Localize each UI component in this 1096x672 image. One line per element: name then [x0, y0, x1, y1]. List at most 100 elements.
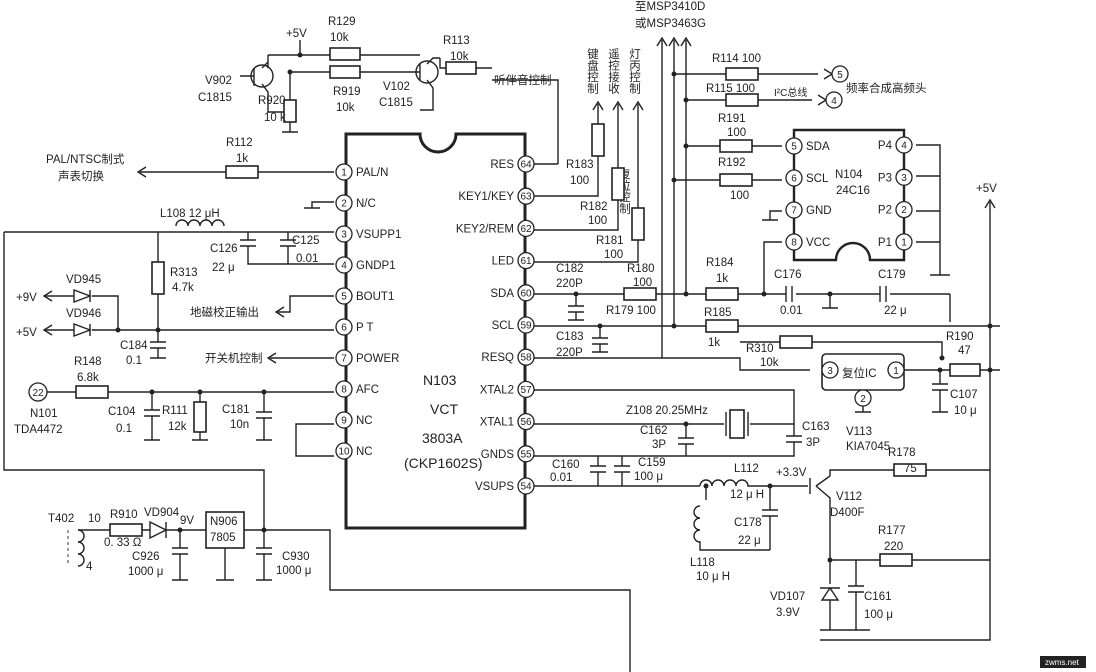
- n103-pin-number: 4: [341, 261, 347, 272]
- n103-pin-10: [335, 442, 353, 460]
- msp-label-2: 或MSP3463G: [635, 17, 706, 30]
- c161-label: C161: [864, 591, 892, 603]
- n103-pin-number: 60: [520, 288, 532, 299]
- v102-label: V102: [383, 81, 410, 93]
- tuner-label: 频率合成高频头: [846, 81, 927, 95]
- c179-label: C179: [878, 269, 906, 281]
- remote-receive-label: 遥控接收: [607, 48, 620, 95]
- n101-label: N101: [30, 408, 58, 420]
- n104-ref: N104: [835, 169, 863, 181]
- n103-pin-number: 9: [341, 416, 347, 427]
- r179-label: R179 100: [606, 305, 656, 317]
- n103-ref: N103: [423, 372, 457, 388]
- watermark-badge: [1040, 656, 1086, 668]
- plus5v-top-label: +5V: [286, 28, 307, 40]
- n104-pin-label: P4: [878, 140, 893, 152]
- n103-pin-4: [335, 256, 353, 274]
- vd107-value: 3.9V: [776, 607, 800, 619]
- z108-label: Z108 20.25MHz: [626, 405, 708, 417]
- r129-value: 10k: [330, 32, 349, 44]
- n104-pin-8: [785, 233, 803, 251]
- c161-value: 100 μ: [864, 609, 893, 621]
- v902-part: C1815: [198, 92, 232, 104]
- msp-label-1: 至MSP3410D: [635, 1, 705, 13]
- v112-part: D400F: [830, 507, 865, 519]
- n103-pin-5: [335, 287, 353, 305]
- n104-pin-number: 5: [791, 142, 797, 153]
- c125-value: 0.01: [296, 253, 318, 265]
- r313-value: 4.7k: [172, 282, 194, 294]
- geo-correction-label: 地磁校正输出: [190, 305, 259, 319]
- r190-label: R190: [946, 331, 974, 343]
- c163-value: 3P: [806, 437, 820, 449]
- r183-value: 100: [570, 175, 589, 187]
- n103-pin-label: POWER: [356, 353, 399, 365]
- n103-pin-number: 10: [338, 447, 350, 458]
- c126-value: 22 μ: [212, 262, 235, 274]
- r310-value: 10k: [760, 357, 779, 369]
- r148-value: 6.8k: [77, 372, 99, 384]
- n103-pin-number: 7: [341, 354, 347, 365]
- n103-pin-label: AFC: [356, 384, 379, 396]
- r182-label: R182: [580, 201, 608, 213]
- bottom-left-power: T402 10 4 R910 0. 33 Ω VD904 9V C926 100…: [48, 507, 631, 672]
- n104-pin-4: [895, 136, 913, 154]
- n103-pin-6: [335, 318, 353, 336]
- l108-label: L108 12 μH: [160, 208, 220, 220]
- n104-pin-label: SDA: [806, 141, 830, 153]
- n101-part: TDA4472: [14, 424, 63, 436]
- nine-volt-label: 9V: [180, 515, 194, 527]
- n104-pin-label: GND: [806, 205, 832, 217]
- n104-pin-7: [785, 201, 803, 219]
- n103-pin-56: [517, 412, 535, 431]
- v113-part: KIA7045: [846, 441, 890, 453]
- c930-label: C930: [282, 551, 310, 563]
- r910-value: 0. 33 Ω: [104, 537, 142, 549]
- n103-pin-number: 64: [520, 160, 532, 171]
- ic-n104: N104 24C16: [792, 128, 906, 262]
- n103-pin-label: PAL/N: [356, 167, 388, 179]
- n103-pin-58: [517, 348, 535, 366]
- r129-label: R129: [328, 16, 356, 28]
- c183-value: 220P: [556, 347, 583, 359]
- r184-value: 1k: [716, 273, 728, 285]
- r148-label: R148: [74, 356, 102, 368]
- n104-pin-label: P2: [878, 205, 892, 217]
- n104-pin-1: [895, 233, 913, 251]
- c160-value: 0.01: [550, 472, 572, 484]
- pal-ntsc-label: PAL/NTSC制式: [46, 153, 125, 166]
- r184-label: R184: [706, 257, 734, 269]
- power-control-label: 开关机控制: [205, 351, 263, 365]
- n104-pin-number: 3: [901, 173, 907, 184]
- left-section: R112 1k PAL/NTSC制式 声表切换 L108 12 μH R313 …: [3, 137, 334, 530]
- i2c-bus-label: I²C总线: [774, 86, 807, 99]
- reset-ic-pin3: 3: [827, 366, 833, 377]
- r177-label: R177: [878, 525, 906, 537]
- r919-value: 10k: [336, 102, 355, 114]
- v113-label: V113: [846, 426, 872, 438]
- n104-pin-5: [785, 137, 803, 155]
- n104-pin-2: [895, 200, 913, 219]
- listen-control-label: 听伴音控制: [494, 73, 552, 87]
- n103-pin-number: 2: [341, 199, 347, 210]
- n103-pin-60: [517, 284, 535, 302]
- n104-part: 24C16: [836, 185, 870, 197]
- c160-label: C160: [552, 459, 580, 471]
- n103-pin-61: [517, 251, 535, 270]
- c179-value: 22 μ: [884, 305, 907, 317]
- c181-label: C181: [222, 404, 250, 416]
- c176-label: C176: [774, 269, 802, 281]
- n103-pin-number: 59: [520, 321, 532, 332]
- c182-label: C182: [556, 263, 584, 275]
- vd107-label: VD107: [770, 591, 805, 603]
- c107-label: C107: [950, 389, 978, 401]
- n103-pin-1: [335, 163, 353, 181]
- n103-pin-number: 63: [520, 192, 532, 203]
- c181-value: 10n: [230, 419, 249, 431]
- r113-value: 10k: [450, 51, 469, 63]
- n103-pin-number: 3: [341, 230, 347, 241]
- n104-pin-number: 2: [901, 205, 907, 216]
- c930-value: 1000 μ: [276, 565, 311, 577]
- watermark-text: zwms.net: [1045, 658, 1080, 667]
